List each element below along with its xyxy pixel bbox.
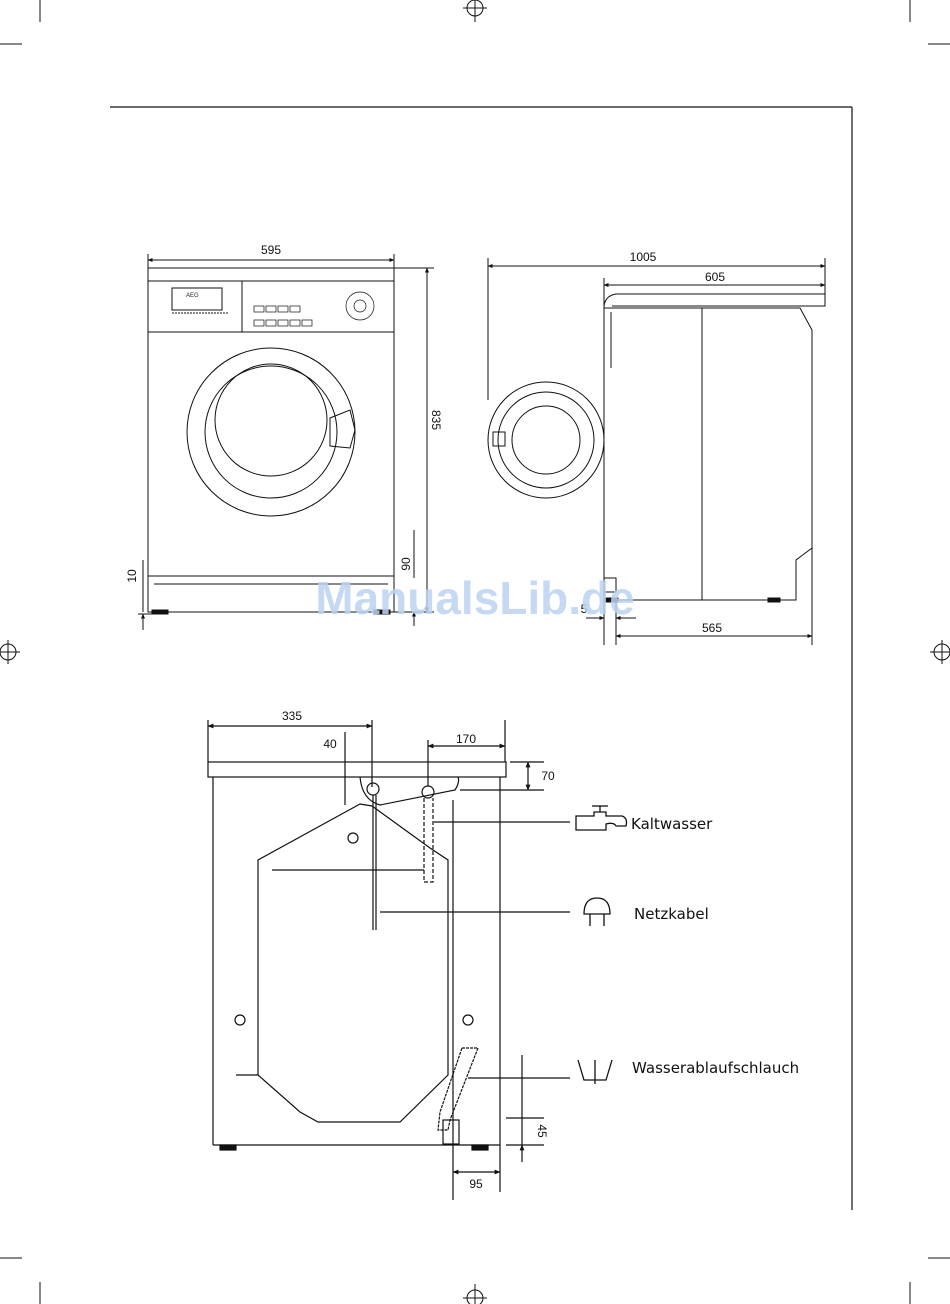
dim-rear-95: 95 [469, 1177, 483, 1191]
dim-rear-70: 70 [541, 769, 555, 783]
dim-rear-170: 170 [456, 732, 476, 746]
dim-rear-40: 40 [323, 737, 337, 751]
rear-view [208, 720, 570, 1200]
dim-kick-90: 90 [399, 557, 413, 571]
brand-logo-text: AEG [186, 293, 199, 299]
watermark: ManualsLib.de [315, 572, 634, 624]
drain-basin-icon [578, 1060, 612, 1084]
dim-depth-605: 605 [705, 270, 725, 284]
page-frame [110, 107, 852, 1210]
dim-rear-45: 45 [535, 1124, 549, 1138]
dim-depth-1005: 1005 [630, 250, 657, 264]
label-power-cable: Netzkabel [634, 905, 709, 923]
label-drain-hose: Wasserablaufschlauch [632, 1059, 799, 1077]
dim-depth-565: 565 [702, 621, 722, 635]
power-plug-icon [584, 898, 610, 926]
dim-height-835: 835 [429, 410, 443, 430]
dim-width-595: 595 [261, 243, 281, 257]
label-cold-water: Kaltwasser [631, 815, 713, 833]
dim-rear-335: 335 [282, 709, 302, 723]
water-tap-icon [576, 806, 627, 830]
dim-foot-10: 10 [125, 569, 139, 583]
